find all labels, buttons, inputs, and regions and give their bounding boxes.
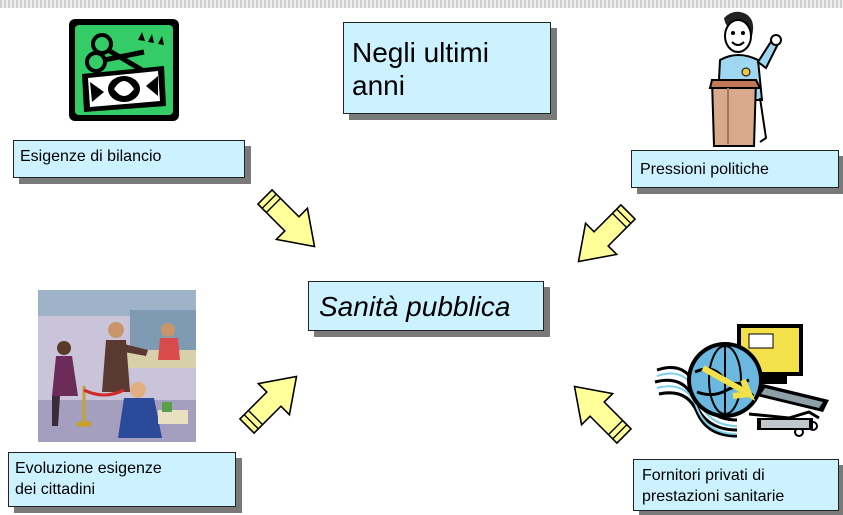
citizens-box: Evoluzione esigenze dei cittadini <box>8 452 236 507</box>
politics-label: Pressioni politiche <box>640 161 769 178</box>
arrow-from-budget <box>248 180 331 263</box>
heading-line-1: Negli ultimi <box>352 37 489 68</box>
top-dotted-border <box>0 0 843 8</box>
center-label: Sanità pubblica <box>319 291 511 322</box>
budget-box: Esigenze di bilancio <box>13 140 245 178</box>
citizens-line-1: Evoluzione esigenze <box>15 460 162 477</box>
politics-box: Pressioni politiche <box>631 150 839 188</box>
providers-box: Fornitori privati di prestazioni sanitar… <box>633 459 839 511</box>
arrow-from-citizens <box>230 360 313 443</box>
globe-computer-icon <box>653 318 831 446</box>
citizens-line-2: dei cittadini <box>15 481 96 498</box>
scissors-money-icon <box>68 18 180 122</box>
office-queue-icon <box>38 290 196 442</box>
budget-label: Esigenze di bilancio <box>20 148 162 165</box>
providers-line-1: Fornitori privati di <box>642 467 765 484</box>
arrow-from-providers <box>558 370 641 453</box>
heading-line-2: anni <box>352 70 405 101</box>
providers-line-2: prestazioni sanitarie <box>642 488 785 505</box>
politician-podium-icon <box>698 8 788 148</box>
arrow-from-politics <box>562 195 645 278</box>
center-box: Sanità pubblica <box>308 281 544 331</box>
heading-box: Negli ultimi anni <box>343 22 551 114</box>
